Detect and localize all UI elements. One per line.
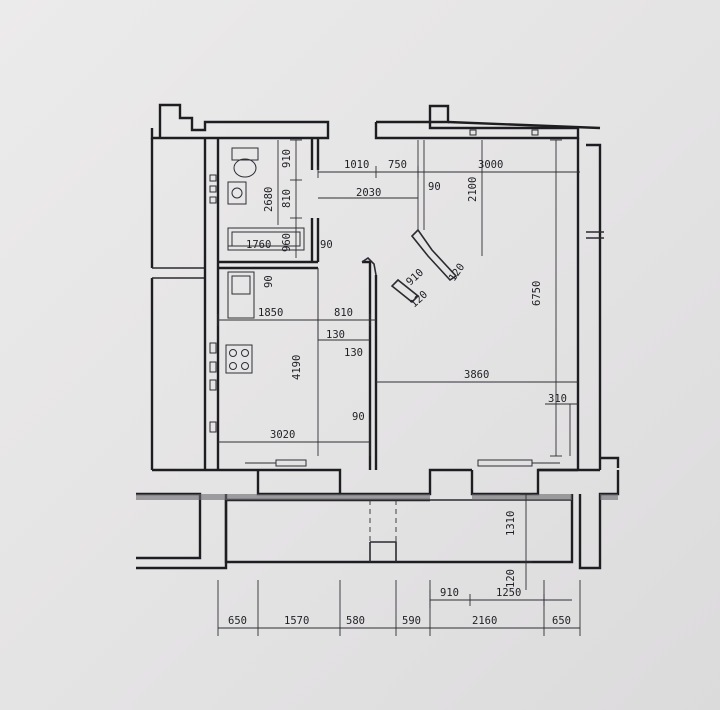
dim-1250: 1250 (496, 587, 521, 599)
dim-90-bath: 90 (320, 239, 333, 251)
dim-1010: 1010 (344, 159, 369, 171)
dim-6750: 6750 (531, 281, 543, 306)
dim-810-kitchen: 810 (334, 307, 353, 319)
fixtures (209, 129, 560, 467)
dim-910-balcony: 910 (440, 587, 459, 599)
bottom-dim-650-right: 650 (552, 615, 571, 627)
dim-90-kitchen: 90 (263, 275, 275, 288)
dim-130-upper: 130 (326, 329, 345, 341)
dim-3020: 3020 (270, 429, 295, 441)
dim-310: 310 (548, 393, 567, 405)
dim-1850: 1850 (258, 307, 283, 319)
dim-2030: 2030 (356, 187, 381, 199)
dim-90-door: 90 (428, 181, 441, 193)
dim-910-bath: 910 (281, 149, 293, 168)
dim-2680: 2680 (263, 187, 275, 212)
dim-810-bath: 810 (281, 189, 293, 208)
dim-3000: 3000 (478, 159, 503, 171)
dim-120-balcony: 120 (505, 569, 517, 588)
dimension-lines (217, 139, 581, 636)
dim-1760: 1760 (246, 239, 271, 251)
dim-960: 960 (281, 233, 293, 252)
doors (390, 228, 458, 304)
dim-130-lower: 130 (344, 347, 363, 359)
dimension-labels: 910 2680 810 960 1760 90 90 1010 750 300… (228, 149, 571, 627)
bottom-dim-1570: 1570 (284, 615, 309, 627)
dim-3860: 3860 (464, 369, 489, 381)
dim-910-door: 910 (404, 267, 426, 289)
dim-4190: 4190 (291, 355, 303, 380)
dim-120-door-left: 120 (408, 289, 430, 311)
dim-1310: 1310 (505, 511, 517, 536)
bottom-dim-580: 580 (346, 615, 365, 627)
bottom-dim-590: 590 (402, 615, 421, 627)
dim-90-partition: 90 (352, 411, 365, 423)
bottom-dim-650-left: 650 (228, 615, 247, 627)
dim-2100: 2100 (467, 177, 479, 202)
dim-750: 750 (388, 159, 407, 171)
balcony-slab-hatching (136, 494, 618, 500)
bottom-dim-2160: 2160 (472, 615, 497, 627)
